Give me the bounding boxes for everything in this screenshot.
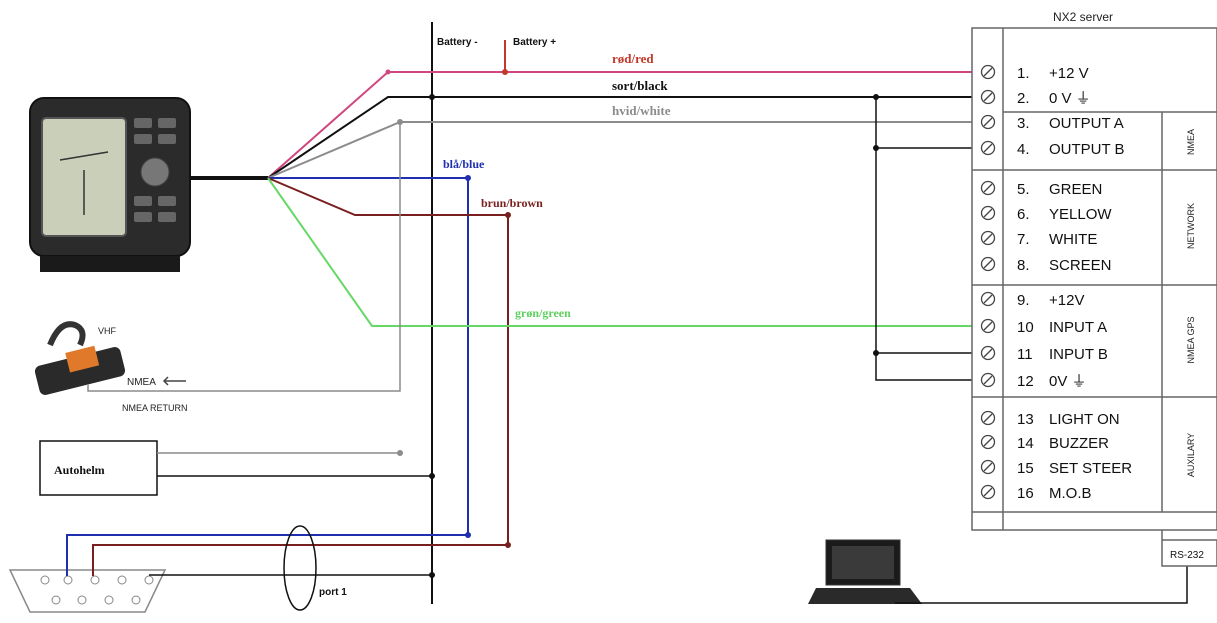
terminal-screw-icon [980,64,996,80]
terminal-number: 2. [1017,90,1030,107]
terminal-screw-icon [980,89,996,105]
terminal-number: 1. [1017,65,1030,82]
terminal-number: 16 [1017,485,1034,502]
nx2-server-block [971,27,1217,567]
terminal-label: 0V ⏚ [1049,373,1087,390]
terminal-label: SCREEN [1049,257,1112,274]
server-title: NX2 server [1053,10,1113,24]
terminal-screw-icon [980,180,996,196]
rs232-box [1161,539,1217,567]
terminal-label: BUZZER [1049,435,1109,452]
brown-wire-label: brun/brown [481,196,543,210]
terminal-label: OUTPUT A [1049,115,1124,132]
terminal-label: WHITE [1049,231,1097,248]
terminal-screw-icon [980,140,996,156]
terminal-screw-icon [980,256,996,272]
terminal-screw-icon [980,318,996,334]
red-wire-label: rød/red [612,51,654,66]
terminal-screw-icon [980,484,996,500]
terminal-screw-icon [980,372,996,388]
terminal-number: 5. [1017,181,1030,198]
terminal-screw-icon [980,459,996,475]
terminal-number: 15 [1017,460,1034,477]
blue-wire-label: blå/blue [443,157,485,171]
terminal-number: 9. [1017,292,1030,309]
junction-dots [385,69,879,578]
terminal-screw-icon [980,345,996,361]
terminal-screw-icon [980,230,996,246]
terminal-number: 11 [1017,346,1033,363]
terminal-number: 13 [1017,411,1034,428]
terminal-label: 0 V ⏚ [1049,90,1091,107]
battery-plus-label: Battery + [513,37,556,48]
vhf-device [34,321,126,395]
terminal-label: OUTPUT B [1049,141,1125,158]
terminal-label: GREEN [1049,181,1102,198]
brown-wire [92,177,509,576]
vhf-label: VHF [98,326,117,336]
terminal-number: 6. [1017,206,1030,223]
terminal-number: 3. [1017,115,1030,132]
terminal-number: 10 [1017,319,1034,336]
terminal-label: INPUT B [1049,346,1108,363]
group-label-auxilary: AUXILARY [1186,433,1196,477]
terminal-label: YELLOW [1049,206,1112,223]
ground-bus-wire [875,97,990,381]
terminal-screw-icon [980,291,996,307]
terminal-label: INPUT A [1049,319,1107,336]
terminal-label: +12 V [1049,65,1089,82]
black-wire-label: sort/black [612,78,668,93]
autohelm-box [39,440,158,496]
terminal-number: 8. [1017,257,1030,274]
port1-label: port 1 [319,587,347,598]
terminal-number: 14 [1017,435,1034,452]
terminal-screw-icon [980,205,996,221]
gps-device [29,97,191,272]
autohelm-label: Autohelm [54,463,105,477]
nmea-return-label: NMEA RETURN [122,403,188,413]
laptop-icon [808,539,922,604]
battery-minus-label: Battery - [437,37,478,48]
nmea-arrow-icon [162,376,169,386]
terminal-rows: 1. +12 V 2. 0 V ⏚ 3. OUTPUT A 4. OUTPUT B 5. GREE… [980,64,1132,502]
group-label-nmea: NMEA [1186,129,1196,155]
black-wire [267,96,990,179]
rs232-label: RS-232 [1170,550,1204,561]
db9-connector [8,569,167,613]
rs232-wire [895,565,1188,604]
green-wire-label: grøn/green [515,306,571,320]
nmea-label: NMEA [127,377,156,388]
terminal-label: LIGHT ON [1049,411,1120,428]
terminal-label: SET STEER [1049,460,1132,477]
white-wire-label: hvid/white [612,103,671,118]
green-wire [267,177,990,327]
terminal-label: +12V [1049,292,1084,309]
terminal-screw-icon [980,114,996,130]
terminal-number: 12 [1017,373,1034,390]
terminal-label: M.O.B [1049,485,1092,502]
terminal-number: 7. [1017,231,1030,248]
group-label-network: NETWORK [1186,203,1196,249]
group-label-nmea-gps: NMEA GPS [1186,316,1196,363]
terminal-screw-icon [980,434,996,450]
terminal-number: 4. [1017,141,1030,158]
port1-ellipse [283,525,317,611]
terminal-screw-icon [980,410,996,426]
white-wire [267,121,990,179]
nmea-return-wire [87,122,401,392]
